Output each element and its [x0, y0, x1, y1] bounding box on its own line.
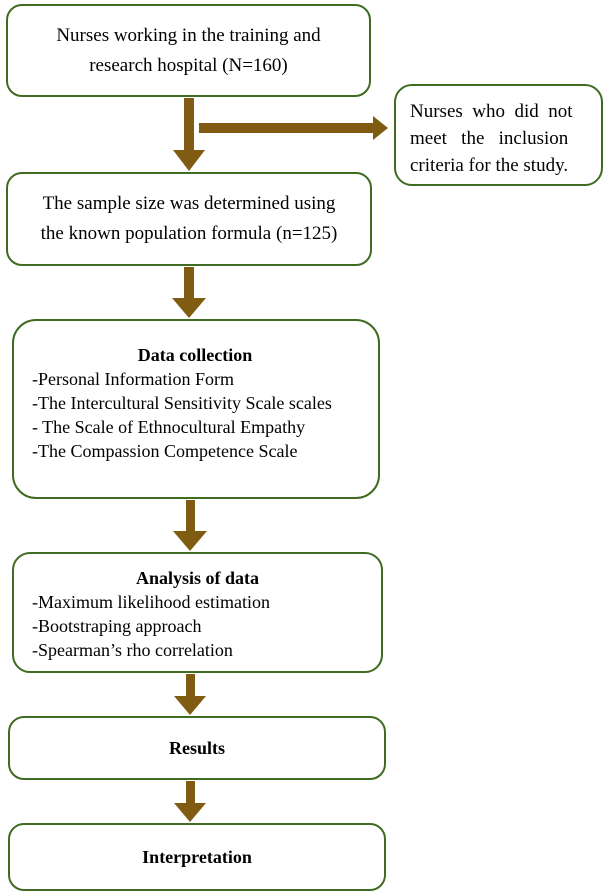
- data-collection-item: -The Intercultural Sensitivity Scale sca…: [32, 393, 332, 413]
- analysis-item: -Spearman’s rho correlation: [32, 640, 233, 660]
- results-label: Results: [168, 738, 225, 758]
- exclusion-line-1: Nurses who did not: [410, 101, 573, 122]
- analysis-title: Analysis of data: [135, 568, 260, 588]
- sample-size-line-1: The sample size was determined using: [42, 193, 336, 214]
- interpretation-label: Interpretation: [142, 847, 252, 867]
- population-line-1: Nurses working in the training and: [56, 24, 321, 46]
- analysis-box: Analysis of data -Maximum likelihood est…: [12, 552, 383, 673]
- arrow-down: [173, 500, 207, 551]
- data-collection-title: Data collection: [137, 345, 253, 365]
- exclusion-line-3: criteria for the study.: [410, 155, 569, 176]
- data-collection-item: -Personal Information Form: [32, 369, 234, 389]
- data-collection-box: Data collection -Personal Information Fo…: [12, 319, 380, 499]
- sample-size-line-2: the known population formula (n=125): [40, 223, 338, 244]
- exclusion-box: Nurses who did not meet the inclusion cr…: [394, 84, 603, 186]
- exclusion-line-2: meet the inclusion: [410, 128, 569, 149]
- analysis-item: -Maximum likelihood estimation: [32, 592, 270, 612]
- analysis-item: -Bootstraping approach: [32, 616, 202, 636]
- data-collection-item: -The Compassion Competence Scale: [32, 441, 298, 461]
- arrow-down: [174, 674, 206, 715]
- data-collection-item: - The Scale of Ethnocultural Empathy: [32, 417, 306, 437]
- sample-size-box: The sample size was determined using the…: [6, 172, 372, 266]
- arrow-down: [173, 98, 205, 171]
- arrow-down: [174, 781, 206, 822]
- population-line-2: research hospital (N=160): [89, 54, 288, 76]
- results-box: Results: [8, 716, 386, 780]
- interpretation-box: Interpretation: [8, 823, 386, 891]
- population-box: Nurses working in the training and resea…: [6, 4, 371, 97]
- arrow-right: [199, 116, 388, 140]
- arrow-down: [172, 267, 206, 318]
